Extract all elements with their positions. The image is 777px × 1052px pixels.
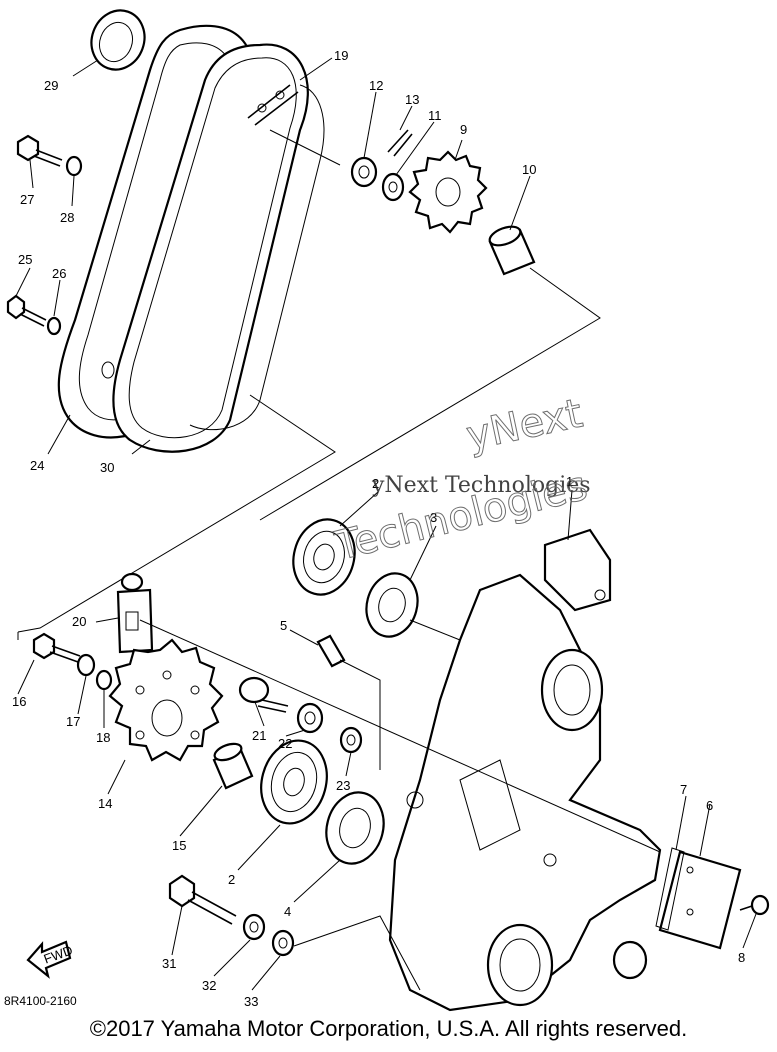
svg-text:yNext Technologies: yNext Technologies xyxy=(371,473,591,498)
label-15: 15 xyxy=(172,838,186,853)
part-21-bolt xyxy=(238,676,289,713)
copyright-notice: ©2017 Yamaha Motor Corporation, U.S.A. A… xyxy=(89,1016,688,1041)
leader-upper-1 xyxy=(269,129,341,166)
label-4: 4 xyxy=(284,904,291,919)
part-32-washer xyxy=(242,913,266,941)
label-5: 5 xyxy=(280,618,287,633)
label-11: 11 xyxy=(428,108,442,123)
label-8: 8 xyxy=(738,950,745,965)
label-2-lower: 2 xyxy=(228,872,235,887)
label-18: 18 xyxy=(96,730,110,745)
leader-lower-4 xyxy=(293,915,421,991)
part-2-bearing-upper xyxy=(292,518,356,596)
part-7-gasket xyxy=(655,847,685,931)
label-7: 7 xyxy=(680,782,687,797)
part-2-bearing-lower xyxy=(260,739,328,825)
part-18-washer xyxy=(95,669,113,691)
label-1: 1 xyxy=(566,474,573,489)
label-13: 13 xyxy=(405,92,419,107)
part-19-chain-joint xyxy=(247,84,299,126)
label-30: 30 xyxy=(100,460,114,475)
part-10-collar xyxy=(488,225,536,276)
label-20: 20 xyxy=(72,614,86,629)
drawing-code: 8R4100-2160 xyxy=(4,994,77,1008)
label-29: 29 xyxy=(44,78,58,93)
part-15-collar xyxy=(212,742,254,790)
label-12: 12 xyxy=(369,78,383,93)
part-12-bushing xyxy=(350,156,378,188)
label-26: 26 xyxy=(52,266,66,281)
part-16-bolt xyxy=(32,632,81,663)
label-17: 17 xyxy=(66,714,80,729)
svg-text:yNext: yNext xyxy=(463,390,587,459)
label-32: 32 xyxy=(202,978,216,993)
part-28-washer xyxy=(65,155,83,177)
label-9: 9 xyxy=(460,122,467,137)
part-9-sprocket xyxy=(408,150,488,234)
part-29-seal xyxy=(90,9,146,71)
label-23: 23 xyxy=(336,778,350,793)
leader-upper-3 xyxy=(17,394,336,633)
part-13-pin xyxy=(387,129,413,157)
leader-lower-1 xyxy=(139,619,661,853)
label-10: 10 xyxy=(522,162,536,177)
part-26-washer xyxy=(46,316,62,336)
part-5-bolt xyxy=(316,634,346,668)
label-33: 33 xyxy=(244,994,258,1009)
part-8-screw xyxy=(739,894,770,916)
label-21: 21 xyxy=(252,728,266,743)
label-27: 27 xyxy=(20,192,34,207)
label-25: 25 xyxy=(18,252,32,267)
label-24: 24 xyxy=(30,458,44,473)
part-labels: 29 19 12 13 11 9 10 27 28 25 26 24 30 2 … xyxy=(12,48,745,1009)
label-31: 31 xyxy=(162,956,176,971)
label-3: 3 xyxy=(430,510,437,525)
part-1-housing xyxy=(388,528,662,1012)
callout-lines xyxy=(15,57,757,991)
part-20-tensioner xyxy=(116,572,154,654)
part-17-washer xyxy=(76,653,96,677)
part-25-bolt xyxy=(6,294,47,327)
part-4-seal xyxy=(325,791,385,865)
part-3-seal xyxy=(365,572,419,638)
label-28: 28 xyxy=(60,210,74,225)
part-27-bolt xyxy=(16,134,63,167)
part-14-sprocket xyxy=(108,638,224,762)
leader-lower-3 xyxy=(339,659,381,770)
label-14: 14 xyxy=(98,796,112,811)
part-11-washer xyxy=(381,172,405,202)
part-23-washer xyxy=(339,726,363,754)
part-6-plate xyxy=(658,850,742,950)
part-31-bolt xyxy=(168,874,237,925)
fwd-arrow-icon: FWD xyxy=(26,940,75,979)
label-16: 16 xyxy=(12,694,26,709)
leader-upper-2 xyxy=(259,267,601,521)
label-19: 19 xyxy=(334,48,348,63)
label-22: 22 xyxy=(278,736,292,751)
leader-lower-5 xyxy=(409,619,461,641)
label-2-upper: 2 xyxy=(372,476,379,491)
part-33-washer xyxy=(271,929,295,957)
part-22-collar xyxy=(296,702,324,734)
label-6: 6 xyxy=(706,798,713,813)
